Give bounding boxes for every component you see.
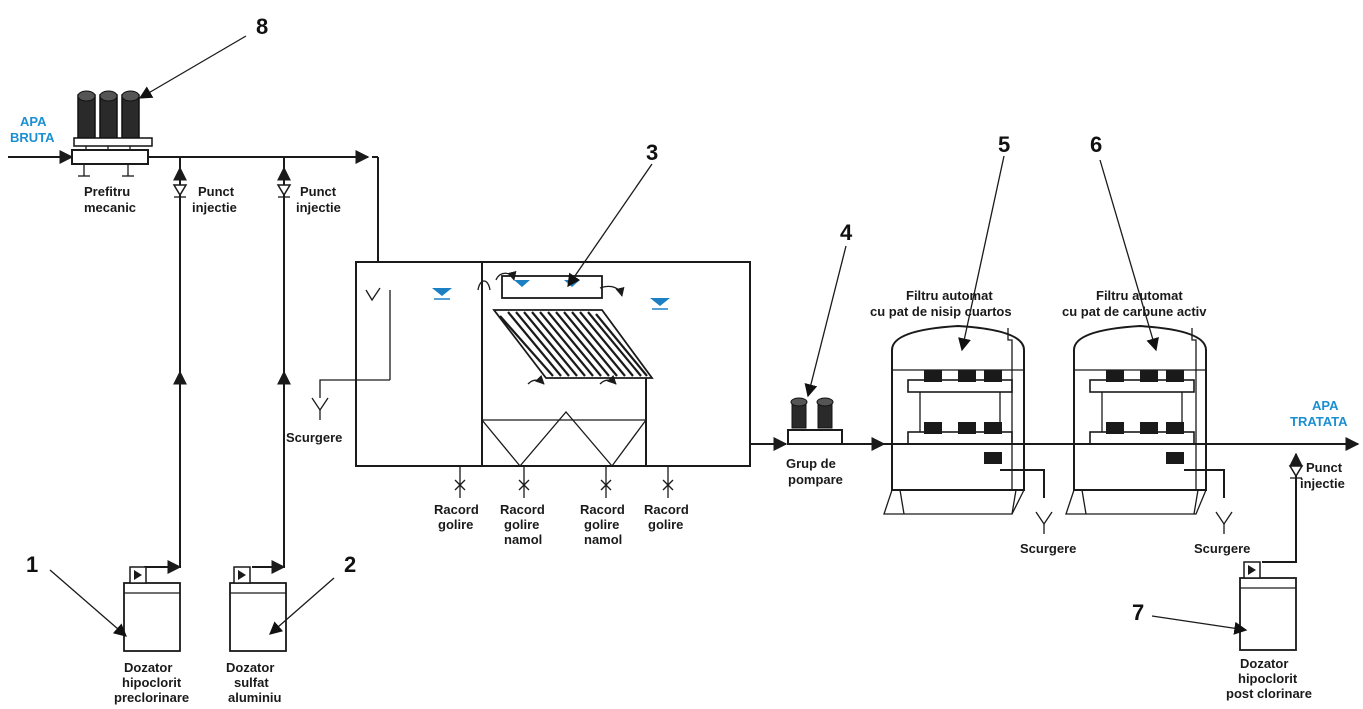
label-racord-4b: golire — [648, 517, 683, 532]
label-filtru-nisip-2: cu pat de nisip cuartos — [870, 304, 1012, 319]
label-punct-3a: Punct — [1306, 460, 1343, 475]
dosing-tank-2 — [229, 566, 287, 652]
label-grup-2: pompare — [788, 472, 843, 487]
dosing-tank-7 — [1239, 561, 1297, 651]
label-racord-3c: namol — [584, 532, 622, 547]
callout-5: 5 — [998, 132, 1010, 157]
label-dozator-7a: Dozator — [1240, 656, 1288, 671]
label-filtru-nisip-1: Filtru automat — [906, 288, 993, 303]
label-apa-tratata-2: TRATATA — [1290, 414, 1348, 429]
callout-4: 4 — [840, 220, 853, 245]
prefilter-unit — [71, 90, 153, 177]
callout-2: 2 — [344, 552, 356, 577]
label-dozator-2a: Dozator — [226, 660, 274, 675]
label-racord-2a: Racord — [500, 502, 545, 517]
sand-filter — [883, 324, 1070, 534]
label-punct-2b: injectie — [296, 200, 341, 215]
water-level-icon — [432, 288, 452, 300]
label-punct-1b: injectie — [192, 200, 237, 215]
label-filtru-carbune-2: cu pat de carbune activ — [1062, 304, 1207, 319]
label-dozator-1b: hipoclorit — [122, 675, 182, 690]
label-grup-1: Grup de — [786, 456, 836, 471]
label-scurgere-2: Scurgere — [1020, 541, 1076, 556]
valve-icon — [600, 466, 612, 498]
dosing-line-preclorinare — [144, 157, 187, 574]
pump-icon — [787, 397, 886, 451]
water-level-icon — [650, 298, 670, 310]
label-scurgere-1: Scurgere — [286, 430, 342, 445]
injection-valve-icon — [172, 184, 188, 198]
callout-arrows — [49, 35, 1248, 637]
carbon-filter — [1065, 324, 1360, 534]
label-racord-3a: Racord — [580, 502, 625, 517]
valve-icon — [454, 466, 466, 498]
label-scurgere-3: Scurgere — [1194, 541, 1250, 556]
injection-valve-icon — [276, 184, 292, 198]
dosing-tank-1 — [123, 566, 181, 652]
label-punct-1a: Punct — [198, 184, 235, 199]
label-apa-bruta-1: APA — [20, 114, 47, 129]
callout-7: 7 — [1132, 600, 1144, 625]
label-prefiltru-1: Prefitru — [84, 184, 130, 199]
injection-valve-icon — [1288, 465, 1304, 479]
label-racord-2c: namol — [504, 532, 542, 547]
label-apa-tratata-1: APA — [1312, 398, 1339, 413]
label-dozator-7c: post clorinare — [1226, 686, 1312, 701]
callout-6: 6 — [1090, 132, 1102, 157]
label-racord-2b: golire — [504, 517, 539, 532]
label-filtru-carbune-1: Filtru automat — [1096, 288, 1183, 303]
valve-icon — [518, 466, 530, 498]
label-dozator-1a: Dozator — [124, 660, 172, 675]
label-dozator-7b: hipoclorit — [1238, 671, 1298, 686]
dosing-line-post — [1262, 452, 1303, 563]
label-punct-2a: Punct — [300, 184, 337, 199]
label-dozator-2c: aluminiu — [228, 690, 282, 705]
label-prefiltru-2: mecanic — [84, 200, 136, 215]
callout-8: 8 — [256, 14, 268, 39]
valve-icon — [662, 466, 674, 498]
raw-pipe — [148, 150, 385, 300]
label-racord-3b: golire — [584, 517, 619, 532]
callout-3: 3 — [646, 140, 658, 165]
label-racord-1a: Racord — [434, 502, 479, 517]
label-punct-3b: injectie — [1300, 476, 1345, 491]
clarifier-basin — [311, 261, 788, 468]
label-racord-1b: golire — [438, 517, 473, 532]
callout-1: 1 — [26, 552, 38, 577]
label-racord-4a: Racord — [644, 502, 689, 517]
label-dozator-2b: sulfat — [234, 675, 269, 690]
dosing-line-sulfat — [252, 157, 291, 574]
label-dozator-1c: preclorinare — [114, 690, 189, 705]
label-apa-bruta-2: BRUTA — [10, 130, 55, 145]
